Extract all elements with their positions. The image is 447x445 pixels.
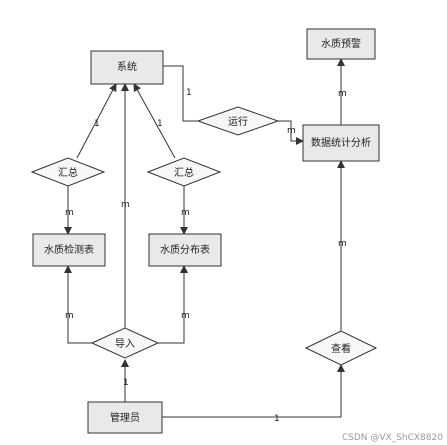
entity-data-analysis-label: 数据统计分析	[311, 136, 371, 149]
relation-view[interactable]: 查看	[304, 330, 378, 366]
entity-admin[interactable]: 管理员	[87, 401, 163, 434]
card-analysis-warning: m	[338, 89, 347, 99]
watermark: CSDN @VX_ShCX8820	[341, 433, 443, 443]
entity-water-test-table[interactable]: 水质检测表	[32, 233, 106, 267]
relation-run-label: 运行	[228, 115, 248, 128]
card-sumright-sys: 1	[157, 119, 163, 129]
card-admin-view: 1	[274, 414, 280, 424]
card-import-test: m	[65, 311, 74, 321]
entity-admin-label: 管理员	[110, 411, 140, 424]
edge-import-test	[64, 265, 92, 344]
edge-system-run	[163, 65, 198, 122]
card-view-analysis: m	[338, 239, 347, 249]
entity-water-warning-label: 水质预警	[321, 37, 361, 50]
edge-sumleft-system	[76, 83, 117, 159]
relation-run[interactable]: 运行	[196, 106, 280, 136]
card-sumleft-sys: 1	[94, 119, 100, 129]
entity-water-dist-table-label: 水质分布表	[160, 243, 210, 256]
card-sumleft-table: m	[65, 208, 74, 218]
entity-system[interactable]: 系统	[90, 50, 164, 85]
card-sumright-table: m	[181, 208, 190, 218]
card-admin-import: 1	[123, 378, 129, 388]
cardinality-labels: 1 m m 1 m 1 m m m m 1 1 m	[65, 88, 347, 424]
edges	[64, 58, 345, 418]
edge-admin-view	[162, 364, 345, 418]
entity-system-label: 系统	[117, 60, 137, 73]
relation-import-label: 导入	[115, 338, 135, 350]
card-import-dist: m	[181, 311, 190, 321]
relation-summary-left[interactable]: 汇总	[30, 157, 106, 187]
relation-import[interactable]: 导入	[90, 327, 160, 359]
card-import-sys: m	[121, 200, 130, 210]
card-sys-run: 1	[186, 88, 192, 98]
card-run-analysis: m	[287, 126, 296, 136]
relation-summary-left-label: 汇总	[58, 166, 78, 179]
edge-run-analysis	[278, 120, 304, 145]
entity-water-test-table-label: 水质检测表	[44, 243, 94, 256]
entity-water-warning[interactable]: 水质预警	[306, 28, 376, 60]
edge-sumright-system	[133, 83, 176, 159]
edge-import-dist	[158, 265, 188, 344]
entity-data-analysis[interactable]: 数据统计分析	[302, 124, 380, 162]
relation-summary-right-label: 汇总	[174, 166, 194, 179]
relation-view-label: 查看	[331, 342, 351, 355]
entity-water-dist-table[interactable]: 水质分布表	[148, 233, 222, 267]
relation-summary-right[interactable]: 汇总	[146, 157, 222, 187]
